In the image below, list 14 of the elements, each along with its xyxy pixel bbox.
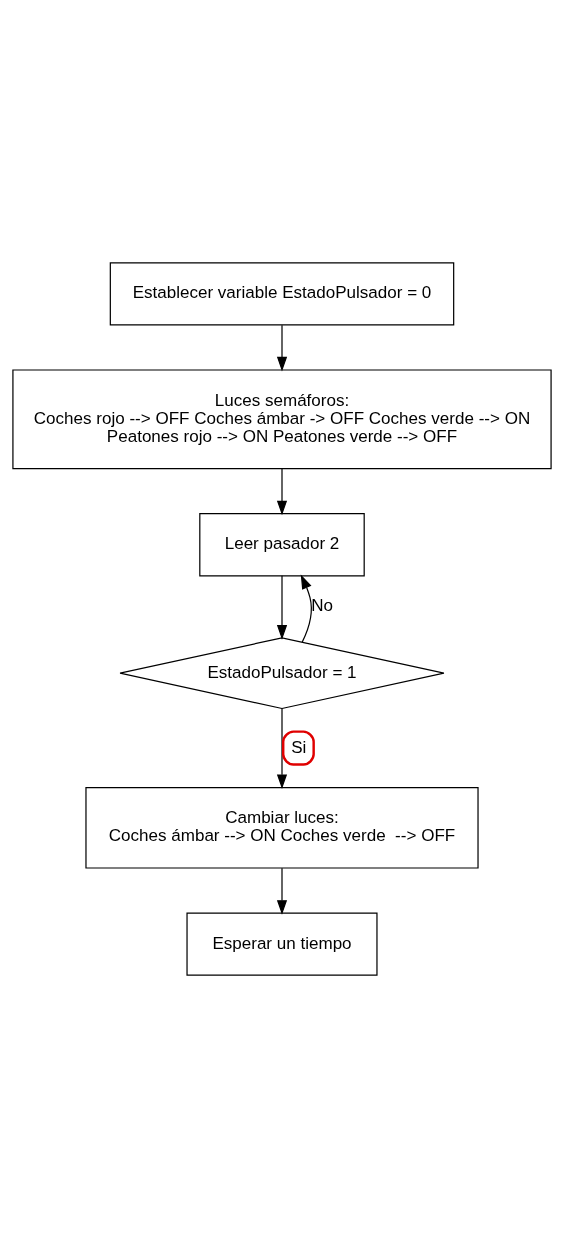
node-box: Leer pasador 2 [199, 513, 365, 577]
edge-label: Si [291, 738, 307, 758]
node-diamond: EstadoPulsador = 1 [119, 637, 445, 710]
node-box: Luces semáforos: Coches rojo --> OFF Coches ámbar -> OFF Coches verde --> ON Peatones rojo --> ON Peatones verde --> OFF [12, 369, 552, 470]
node-box: Esperar un tiempo [186, 912, 378, 976]
node-box: Cambiar luces: Coches ámbar --> ON Coches verde --> OFF [85, 787, 479, 869]
arrow [276, 867, 288, 915]
arrow [300, 574, 312, 643]
arrow [276, 575, 288, 640]
edge-label: No [311, 596, 334, 616]
arrow [276, 324, 288, 372]
node-box: Establecer variable EstadoPulsador = 0 [109, 262, 455, 326]
arrow [276, 468, 288, 516]
arrow [276, 707, 288, 790]
